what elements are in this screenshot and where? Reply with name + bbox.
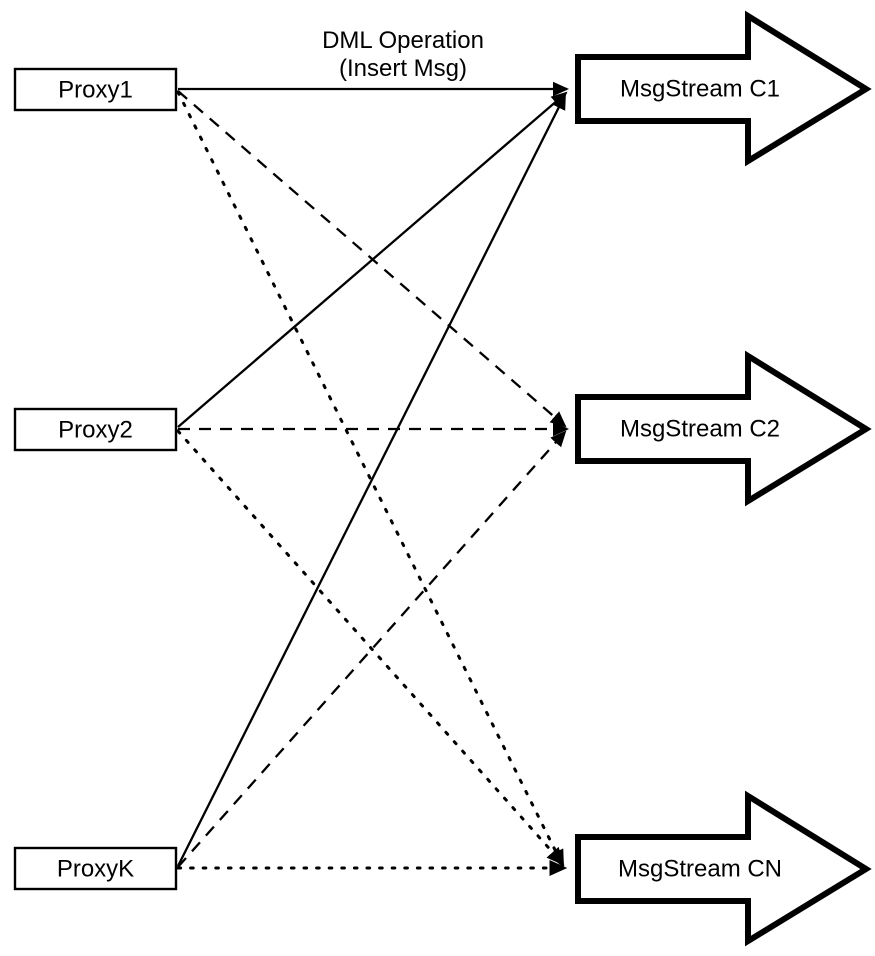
msgstream-c2-arrow-shape[interactable] — [575, 350, 872, 507]
edge-group-from-proxy1 — [176, 81, 570, 869]
proxy2-box[interactable] — [13, 407, 178, 452]
node-msgstream-cn[interactable]: MsgStream CN — [575, 790, 872, 947]
node-msgstream-c1[interactable]: MsgStream C1 — [575, 10, 872, 167]
annotation-line-2: (Insert Msg) — [339, 55, 467, 82]
edge-proxy2-to-c1 — [177, 91, 568, 428]
proxy2-label: Proxy2 — [58, 416, 133, 443]
annotation-dml-operation: DML Operation (Insert Msg) — [322, 27, 484, 82]
node-proxy2[interactable]: Proxy2 — [13, 407, 178, 452]
edge-group-from-proxy2 — [176, 91, 570, 866]
edge-proxyk-to-c1 — [176, 93, 567, 867]
edge-proxy1-to-c2 — [177, 90, 567, 428]
node-proxyk[interactable]: ProxyK — [13, 846, 178, 891]
proxyk-label: ProxyK — [57, 855, 134, 882]
msgstream-cn-arrow-shape[interactable] — [575, 790, 872, 947]
edge-proxy1-to-cn — [176, 90, 565, 869]
msgstream-cn-label: MsgStream CN — [618, 855, 782, 882]
node-proxy1[interactable]: Proxy1 — [13, 67, 178, 112]
msgstream-c2-label: MsgStream C2 — [620, 415, 780, 442]
edge-proxyk-to-c2 — [177, 430, 567, 868]
annotation-line-1: DML Operation — [322, 27, 484, 54]
proxyk-box[interactable] — [13, 846, 178, 891]
edge-group-from-proxyk — [176, 93, 568, 877]
node-msgstream-c2[interactable]: MsgStream C2 — [575, 350, 872, 507]
msgstream-c1-label: MsgStream C1 — [620, 75, 780, 102]
msgstream-c1-arrow-shape[interactable] — [575, 10, 872, 167]
proxy1-label: Proxy1 — [58, 76, 133, 103]
edge-proxy2-to-cn — [176, 429, 565, 866]
proxy1-box[interactable] — [13, 67, 178, 112]
